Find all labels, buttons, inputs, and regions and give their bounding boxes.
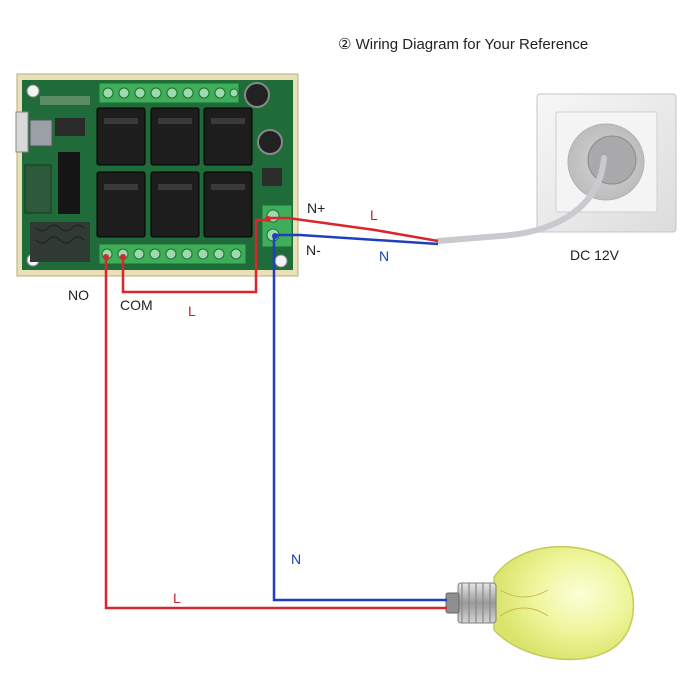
diagram-title: ② Wiring Diagram for Your Reference bbox=[338, 36, 589, 53]
relay-module-board bbox=[15, 73, 299, 277]
lamp-neutral-wire bbox=[272, 237, 447, 602]
label-supply-live: L bbox=[370, 207, 378, 223]
com-live-wire bbox=[121, 218, 268, 294]
label-lamp-live: L bbox=[173, 590, 181, 606]
power-cable bbox=[435, 155, 607, 244]
supply-neutral-wire bbox=[276, 233, 439, 246]
label-supply-neutral: N bbox=[379, 248, 390, 264]
supply-live-wire bbox=[268, 216, 439, 243]
neutral-wires bbox=[272, 233, 447, 602]
label-no: NO bbox=[68, 287, 89, 303]
label-dc-voltage: DC 12V bbox=[570, 247, 620, 263]
label-com-live: L bbox=[188, 303, 196, 319]
label-lamp-neutral: N bbox=[291, 551, 302, 567]
light-bulb bbox=[445, 545, 635, 661]
label-n-plus: N+ bbox=[307, 200, 326, 216]
wall-socket bbox=[536, 93, 677, 233]
label-com: COM bbox=[120, 297, 153, 313]
label-n-minus: N- bbox=[306, 242, 321, 258]
no-lamp-wire bbox=[104, 257, 447, 610]
live-wires bbox=[104, 216, 447, 610]
